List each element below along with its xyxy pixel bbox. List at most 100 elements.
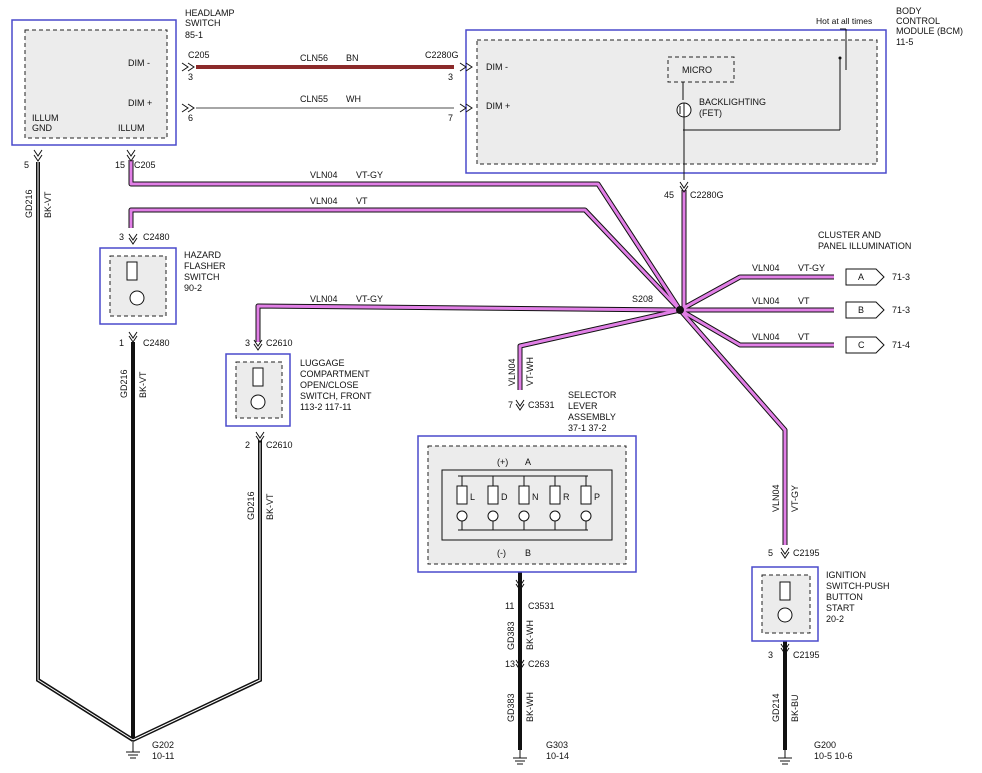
ignition-title-1: IGNITION: [826, 570, 866, 580]
vln04-label-sel: VLN04: [507, 358, 517, 386]
bcm-hot-label: Hot at all times: [816, 16, 872, 26]
gd383-label-1: GD383: [506, 621, 516, 650]
vln04-label-a: VLN04: [752, 263, 780, 273]
selector-bot-pin: 11: [505, 601, 514, 611]
bkvt-label-2: BK-VT: [138, 371, 148, 398]
selector-pin-a: A: [525, 457, 531, 467]
ignition-title-4: START: [826, 603, 855, 613]
wire-bn-label: BN: [346, 53, 359, 63]
bkwh-label-2: BK-WH: [525, 692, 535, 722]
connector-c205-gnd-icon: [33, 149, 43, 162]
illum-gnd-pin: 5: [24, 160, 29, 170]
luggage-bot-pin: 2: [245, 440, 250, 450]
c2280g-label-b: C2280G: [690, 190, 724, 200]
connector-c205-icon: [181, 62, 195, 72]
cluster-ref-a: 71-3: [892, 272, 910, 282]
selector-title-1: SELECTOR: [568, 390, 617, 400]
gd216-label-3: GD216: [246, 491, 256, 520]
bcm-ref: 11-5: [896, 37, 913, 47]
g202-label: G202: [152, 740, 174, 750]
cluster-title-1: CLUSTER AND: [818, 230, 882, 240]
wire-wh-label: WH: [346, 94, 361, 104]
vtgy-label-ign: VT-GY: [790, 485, 800, 512]
gear-label-d: D: [501, 492, 508, 502]
g200-ref: 10-5 10-6: [814, 751, 853, 761]
bcm-fet: (FET): [699, 108, 722, 118]
hazard-bot-pin: 1: [119, 338, 124, 348]
ground-g303: G303 10-14: [513, 740, 569, 765]
cluster-ref-b: 71-3: [892, 305, 910, 315]
gd383-label-2: GD383: [506, 693, 516, 722]
vtgy-label-3: VT-GY: [356, 294, 383, 304]
resistor-icon: [549, 485, 561, 505]
vt-label-b: VT: [798, 296, 810, 306]
luggage-title-2: COMPARTMENT: [300, 369, 370, 379]
c205-pin-3: 3: [188, 72, 193, 82]
lamp-icon: [129, 290, 145, 306]
hazard-switch-module: HAZARD FLASHER SWITCH 90-2: [99, 247, 226, 325]
gear-label-r: R: [563, 492, 570, 502]
bcm-dim-minus: DIM -: [486, 62, 508, 72]
selector-minus: (-): [497, 548, 506, 558]
resistor-icon: [487, 485, 499, 505]
lamp-icon: [580, 510, 592, 522]
vln04-label-2: VLN04: [310, 196, 338, 206]
luggage-title-1: LUGGAGE: [300, 358, 345, 368]
bcm-module: BODY CONTROL MODULE (BCM) 11-5 Hot at al…: [465, 6, 963, 180]
bkvt-label-3: BK-VT: [265, 493, 275, 520]
luggage-ref: 113-2 117-11: [300, 402, 352, 412]
s208-label: S208: [632, 294, 653, 304]
resistor-icon: [779, 581, 791, 601]
illum-pin: 15: [115, 160, 125, 170]
c2280g-pin-3: 3: [448, 72, 453, 82]
hazard-bot-conn: C2480: [143, 338, 170, 348]
bkbu-label: BK-BU: [790, 694, 800, 722]
lamp-icon: [777, 607, 793, 623]
bcm-title-1: BODY: [896, 6, 922, 16]
gear-label-n: N: [532, 492, 539, 502]
selector-plus: (+): [497, 457, 508, 467]
g303-ref: 10-14: [546, 751, 569, 761]
headlamp-illum: ILLUM: [118, 123, 145, 133]
headlamp-switch-module: HEADLAMP SWITCH 85-1 DIM - DIM + ILLUM G…: [11, 8, 235, 146]
gd216-label-1: GD216: [24, 189, 34, 218]
gd216-label-2: GD216: [119, 369, 129, 398]
headlamp-title: HEADLAMP: [185, 8, 235, 18]
splice-s208: [676, 306, 684, 314]
bcm-dim-plus: DIM +: [486, 101, 510, 111]
vtgy-label-a: VT-GY: [798, 263, 825, 273]
selector-top-conn: C3531: [528, 400, 555, 410]
selector-ref: 37-1 37-2: [568, 423, 607, 433]
vtgy-label-1: VT-GY: [356, 170, 383, 180]
lamp-icon: [549, 510, 561, 522]
lamp-icon: [487, 510, 499, 522]
c2280g-pin-7: 7: [448, 113, 453, 123]
ignition-switch-module: IGNITION SWITCH-PUSH BUTTON START 20-2: [751, 566, 890, 642]
bcm-title-2: CONTROL: [896, 16, 940, 26]
g202-ref: 10-11: [152, 751, 174, 761]
resistor-icon: [252, 367, 264, 387]
vt-label-c: VT: [798, 332, 810, 342]
selector-pin-b: B: [525, 548, 531, 558]
hazard-title-1: HAZARD: [184, 250, 222, 260]
connector-c205-illum-icon: [126, 149, 136, 162]
connector-c2280g-icon: [459, 103, 473, 113]
c2280g-label: C2280G: [425, 50, 459, 60]
selector-top-pin: 7: [508, 400, 513, 410]
lamp-icon: [518, 510, 530, 522]
lamp-icon: [456, 510, 468, 522]
cluster-title-2: PANEL ILLUMINATION: [818, 241, 911, 251]
cluster-out-a: A: [858, 272, 864, 282]
bcm-backlighting: BACKLIGHTING: [699, 97, 766, 107]
vln04-label-1: VLN04: [310, 170, 338, 180]
headlamp-dim-minus: DIM -: [128, 58, 150, 68]
luggage-top-conn: C2610: [266, 338, 293, 348]
connector-c205-icon: [181, 103, 195, 113]
bkvt-label-1: BK-VT: [43, 191, 53, 218]
hazard-top-pin: 3: [119, 232, 124, 242]
vln04-label-c: VLN04: [752, 332, 780, 342]
selector-title-2: LEVER: [568, 401, 598, 411]
